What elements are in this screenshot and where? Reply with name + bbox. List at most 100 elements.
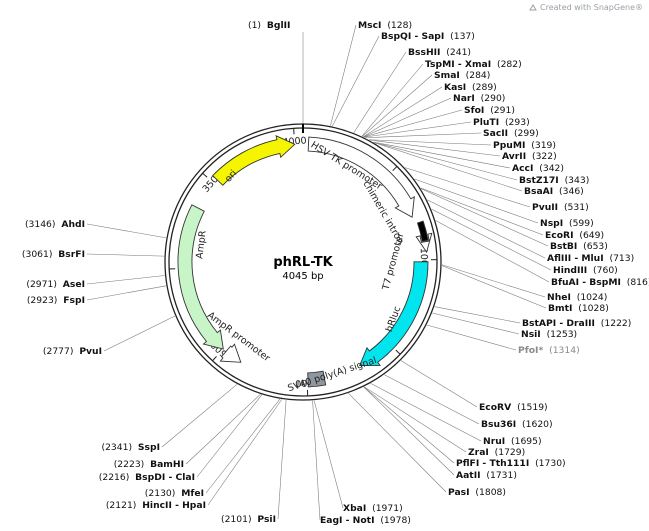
leader-line xyxy=(405,167,531,208)
leader-line xyxy=(434,306,521,324)
enzyme-label: PflFI - Tth111I (1730) xyxy=(456,458,566,469)
leader-line xyxy=(420,188,549,247)
leader-line xyxy=(441,264,546,298)
t7-promoter-label: T7 promoter xyxy=(380,231,406,292)
leader-line xyxy=(86,253,165,257)
leader-line xyxy=(369,139,492,146)
tick-line xyxy=(395,349,401,355)
enzyme-label: AatII (1731) xyxy=(456,470,517,481)
t7-promoter-arrow xyxy=(415,232,433,254)
ampr-arrow xyxy=(177,204,224,350)
enzyme-label: NspI (599) xyxy=(540,218,594,229)
leader-line xyxy=(361,63,424,137)
enzyme-label: (2121) HincII - HpaI xyxy=(106,500,206,511)
leader-line xyxy=(435,220,550,283)
leader-line xyxy=(332,35,380,127)
leader-line xyxy=(330,24,357,126)
leader-line xyxy=(205,398,281,494)
enzyme-label: SacII (299) xyxy=(483,128,539,139)
enzyme-label: (2216) BspDI - ClaI xyxy=(99,472,195,483)
enzyme-label: BssHII (241) xyxy=(408,47,471,58)
enzyme-label: (3061) BsrFI xyxy=(22,249,85,260)
enzyme-label: KasI (289) xyxy=(444,82,497,93)
enzyme-label: PfoI* (1314) xyxy=(518,345,580,356)
leader-line xyxy=(86,275,165,285)
enzyme-labels: (1) BglII MscI (128)BspQI - SapI (137) Bss… xyxy=(22,20,649,526)
leader-line xyxy=(313,400,344,509)
leader-line xyxy=(362,74,433,137)
enzyme-label: (2923) FspI xyxy=(27,295,85,306)
leader-line xyxy=(370,383,482,442)
leader-line xyxy=(384,374,480,425)
leader-line xyxy=(363,386,455,464)
leader-line xyxy=(363,86,443,138)
enzyme-label: AvrII (322) xyxy=(502,151,557,162)
leader-line xyxy=(427,199,546,259)
tick-line xyxy=(212,356,217,362)
plasmid-size: 4045 bp xyxy=(282,271,323,282)
ampr-label: AmpR xyxy=(194,230,208,260)
enzyme-label: BmtI (1028) xyxy=(548,303,609,314)
enzyme-label: BstAPI - DraIII (1222) xyxy=(522,318,631,329)
enzyme-label: (1) BglII xyxy=(248,20,290,31)
enzyme-label: TspMI - XmaI (282) xyxy=(425,59,522,70)
leader-line xyxy=(185,394,261,465)
enzyme-label: PasI (1808) xyxy=(448,487,506,498)
enzyme-label: MscI (128) xyxy=(358,20,412,31)
chimeric-intron-bar xyxy=(416,220,429,242)
enzyme-label: ZraI (1729) xyxy=(468,447,525,458)
enzyme-label: (2223) BamHI xyxy=(114,459,184,470)
leader-line xyxy=(103,315,176,352)
leader-line xyxy=(364,386,467,453)
leader-line xyxy=(207,399,283,506)
enzyme-label: (2341) SspI xyxy=(102,442,161,453)
leader-line xyxy=(400,360,478,408)
tick-line xyxy=(392,166,398,172)
ori-arrow xyxy=(212,135,296,186)
leader-line xyxy=(86,223,167,239)
enzyme-label: NruI (1695) xyxy=(483,436,542,447)
tick-line xyxy=(202,172,208,178)
hrluc-arrow xyxy=(359,261,429,366)
plasmid-name: phRL-TK xyxy=(273,255,333,270)
leader-line xyxy=(431,208,552,271)
enzyme-label: XbaI (1971) xyxy=(343,503,403,514)
enzyme-label: AflIII - MluI (713) xyxy=(547,253,634,264)
tick-label: 2000 xyxy=(295,377,320,389)
enzyme-label: PpuMI (319) xyxy=(493,140,556,151)
snapgene-logo-icon xyxy=(529,3,537,12)
ampr-promoter-arrow xyxy=(219,343,242,363)
enzyme-label: SmaI (284) xyxy=(434,70,490,81)
enzyme-label: EcoRV (1519) xyxy=(479,402,548,413)
leader-line xyxy=(348,393,447,493)
enzyme-label: (2101) PsiI xyxy=(221,514,276,525)
leader-line xyxy=(441,265,547,309)
leader-line xyxy=(196,394,263,478)
enzyme-label: (3146) AhdI xyxy=(25,219,85,230)
leader-line xyxy=(363,97,452,138)
credit-text: Created with SnapGene® xyxy=(540,3,643,12)
leader-line xyxy=(363,109,463,138)
enzyme-label: BstZ17I (343) xyxy=(519,175,589,186)
leader-line xyxy=(432,312,520,335)
leader-line xyxy=(374,142,523,192)
leader-line xyxy=(365,132,482,138)
tick-label: 1000 xyxy=(418,248,429,272)
enzyme-leader-lines xyxy=(86,24,552,521)
enzyme-label: PluTI (293) xyxy=(473,117,530,128)
enzyme-label: Bsu36I (1620) xyxy=(481,419,553,430)
snapgene-credit: Created with SnapGene® xyxy=(529,3,643,12)
enzyme-label: BstBI (653) xyxy=(550,241,608,252)
leader-line xyxy=(414,178,539,224)
leader-line xyxy=(369,139,501,157)
enzyme-label: BspQI - SapI (137) xyxy=(381,31,475,42)
leader-line xyxy=(312,400,321,521)
enzyme-label: (2777) PvuI xyxy=(43,346,102,357)
leader-line xyxy=(353,51,407,133)
enzyme-label: BsaAI (346) xyxy=(524,186,584,197)
enzyme-label: (2130) MfeI xyxy=(145,488,204,499)
enzyme-label: EcoRI (649) xyxy=(545,230,604,241)
sv40-polya-label: SV40 poly(A) signal xyxy=(286,355,378,394)
leader-line xyxy=(363,386,455,476)
